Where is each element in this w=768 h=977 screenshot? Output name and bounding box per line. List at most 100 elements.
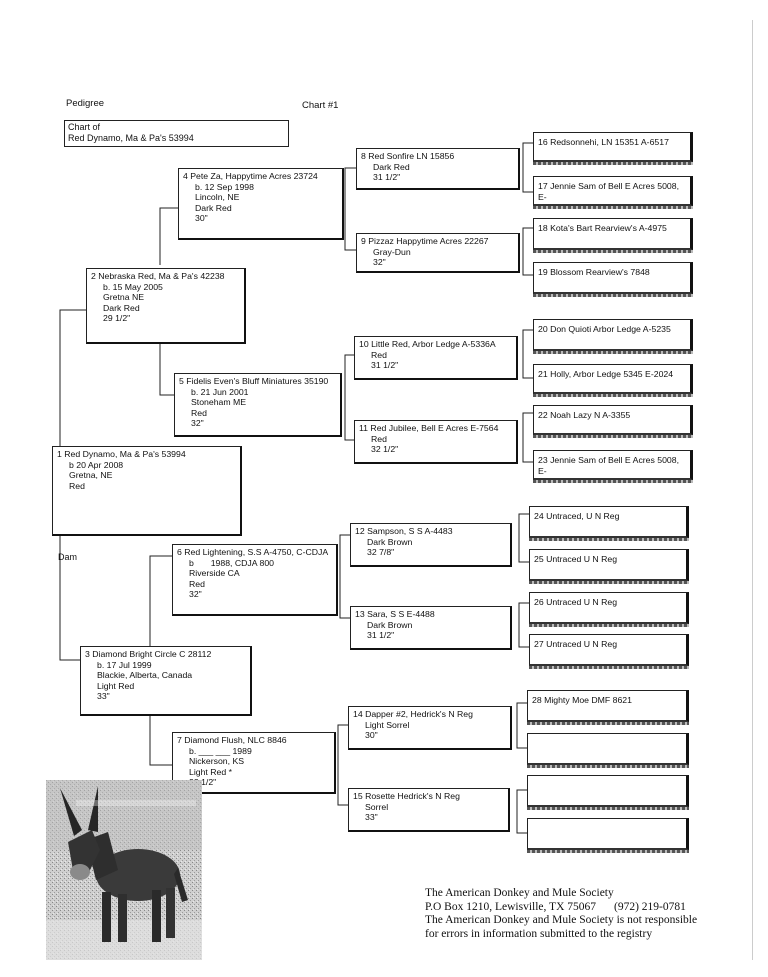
leaf-30: [527, 775, 689, 810]
animal-7-name: 7 Diamond Flush, NLC 8846: [177, 735, 287, 745]
leaf-29: [527, 733, 689, 768]
footer-society-name: The American Donkey and Mule Society: [425, 887, 614, 899]
leaf-26: 26 Untraced U N Reg: [529, 592, 689, 627]
animal-box-15: 15 Rosette Hedrick's N Reg Sorrel 33": [348, 788, 510, 832]
animal-7-place: Nickerson, KS: [189, 756, 245, 767]
donkey-foal-photo: [46, 780, 202, 960]
animal-9-height: 32": [373, 257, 386, 268]
animal-3-birth: b. 17 Jul 1999: [97, 659, 152, 670]
animal-2-color: Dark Red: [103, 302, 140, 313]
animal-10-color: Red: [371, 349, 387, 360]
page-edge: [752, 20, 753, 960]
animal-6-color: Red: [189, 578, 205, 589]
animal-5-name: 5 Fidelis Even's Bluff Miniatures 35190: [179, 376, 329, 386]
animal-10-height: 31 1/2": [371, 360, 399, 371]
animal-6-name: 6 Red Lightening, S.S A-4750, C-CDJA: [177, 547, 329, 557]
leaf-16: 16 Redsonnehi, LN 15351 A-6517: [533, 132, 693, 165]
animal-15-color: Sorrel: [365, 801, 389, 812]
registry-footer: The American Donkey and Mule Society P.O…: [425, 887, 745, 941]
animal-6-height: 32": [189, 589, 202, 600]
animal-12-height: 32 7/8": [367, 547, 395, 558]
animal-box-9: 9 Pizzaz Happytime Acres 22267 Gray-Dun …: [356, 233, 520, 273]
animal-box-3: 3 Diamond Bright Circle C 28112 b. 17 Ju…: [80, 646, 252, 716]
animal-5-color: Red: [191, 407, 207, 418]
animal-3-place: Blackie, Alberta, Canada: [97, 670, 193, 681]
animal-6-birth: b 1988, CDJA 800: [189, 557, 274, 568]
animal-13-height: 31 1/2": [367, 630, 395, 641]
footer-phone: (972) 219-0781: [614, 900, 686, 913]
leaf-23: 23 Jennie Sam of Bell E Acres 5008, E-: [533, 450, 693, 483]
animal-2-height: 29 1/2": [103, 313, 131, 324]
animal-7-color: Light Red *: [189, 766, 232, 777]
animal-14-color: Light Sorrel: [365, 719, 410, 730]
animal-4-birth: b. 12 Sep 1998: [195, 181, 254, 192]
animal-10-name: 10 Little Red, Arbor Ledge A-5336A: [359, 339, 496, 349]
animal-8-height: 31 1/2": [373, 172, 401, 183]
animal-box-2: 2 Nebraska Red, Ma & Pa's 42238 b. 15 Ma…: [86, 268, 246, 344]
animal-2-place: Gretna NE: [103, 292, 145, 303]
animal-15-height: 33": [365, 812, 378, 823]
leaf-17: 17 Jennie Sam of Bell E Acres 5008, E-: [533, 176, 693, 209]
leaf-31: [527, 818, 689, 853]
leaf-22: 22 Noah Lazy N A-3355: [533, 405, 693, 438]
chart-of-label: Chart of: [68, 122, 101, 132]
animal-box-11: 11 Red Jubilee, Bell E Acres E-7564 Red …: [354, 420, 518, 464]
animal-11-height: 32 1/2": [371, 444, 399, 455]
chart-of-box: Chart of Red Dynamo, Ma & Pa's 53994: [64, 120, 289, 147]
footer-address: P.O Box 1210, Lewisville, TX 75067 (972) …: [425, 901, 745, 915]
footer-disclaimer-1: The American Donkey and Mule Society is …: [425, 914, 698, 926]
dam-label: Dam: [58, 552, 78, 562]
animal-4-height: 30": [195, 213, 208, 224]
animal-13-color: Dark Brown: [367, 619, 413, 630]
animal-5-birth: b. 21 Jun 2001: [191, 386, 249, 397]
animal-12-color: Dark Brown: [367, 536, 413, 547]
animal-11-name: 11 Red Jubilee, Bell E Acres E-7564: [359, 423, 499, 433]
leaf-27: 27 Untraced U N Reg: [529, 634, 689, 669]
leaf-18: 18 Kota's Bart Rearview's A-4975: [533, 218, 693, 253]
animal-2-birth: b. 15 May 2005: [103, 281, 163, 292]
animal-1-place: Gretna, NE: [69, 470, 113, 481]
chart-of-name: Red Dynamo, Ma & Pa's 53994: [68, 133, 194, 143]
animal-box-10: 10 Little Red, Arbor Ledge A-5336A Red 3…: [354, 336, 518, 380]
animal-box-1: 1 Red Dynamo, Ma & Pa's 53994 b 20 Apr 2…: [52, 446, 242, 536]
animal-4-name: 4 Pete Za, Happytime Acres 23724: [183, 171, 318, 181]
animal-14-height: 30": [365, 730, 378, 741]
animal-13-name: 13 Sara, S S E-4488: [355, 609, 435, 619]
animal-4-color: Dark Red: [195, 202, 232, 213]
animal-15-name: 15 Rosette Hedrick's N Reg: [353, 791, 460, 801]
animal-5-height: 32": [191, 418, 204, 429]
leaf-20: 20 Don Quioti Arbor Ledge A-5235: [533, 319, 693, 354]
animal-1-color: Red: [69, 480, 85, 491]
animal-6-place: Riverside CA: [189, 568, 240, 579]
animal-3-height: 33": [97, 691, 110, 702]
animal-3-name: 3 Diamond Bright Circle C 28112: [85, 649, 212, 659]
leaf-25: 25 Untraced U N Reg: [529, 549, 689, 584]
animal-1-birth: b 20 Apr 2008: [69, 459, 124, 470]
animal-1-name: 1 Red Dynamo, Ma & Pa's 53994: [57, 449, 186, 459]
pedigree-heading: Pedigree: [66, 98, 105, 109]
animal-7-birth: b. ___ ___ 1989: [189, 745, 252, 756]
animal-12-name: 12 Sampson, S S A-4483: [355, 526, 453, 536]
animal-4-place: Lincoln, NE: [195, 192, 240, 203]
animal-box-8: 8 Red Sonfire LN 15856 Dark Red 31 1/2": [356, 148, 520, 190]
animal-box-13: 13 Sara, S S E-4488 Dark Brown 31 1/2": [350, 606, 512, 650]
footer-disclaimer-2: for errors in information submitted to t…: [425, 927, 653, 940]
animal-11-color: Red: [371, 433, 387, 444]
animal-box-5: 5 Fidelis Even's Bluff Miniatures 35190 …: [174, 373, 342, 437]
animal-3-color: Light Red: [97, 680, 135, 691]
chart-number: Chart #1: [302, 100, 339, 111]
animal-box-6: 6 Red Lightening, S.S A-4750, C-CDJA b 1…: [172, 544, 338, 616]
animal-box-12: 12 Sampson, S S A-4483 Dark Brown 32 7/8…: [350, 523, 512, 567]
animal-box-14: 14 Dapper #2, Hedrick's N Reg Light Sorr…: [348, 706, 512, 750]
footer-address-text: P.O Box 1210, Lewisville, TX 75067: [425, 900, 597, 913]
animal-8-color: Dark Red: [373, 161, 410, 172]
leaf-28: 28 Mighty Moe DMF 8621: [527, 690, 689, 725]
animal-8-name: 8 Red Sonfire LN 15856: [361, 151, 455, 161]
animal-7-height: 32 1/2": [189, 777, 217, 788]
animal-box-4: 4 Pete Za, Happytime Acres 23724 b. 12 S…: [178, 168, 344, 240]
leaf-19: 19 Blossom Rearview's 7848: [533, 262, 693, 297]
animal-14-name: 14 Dapper #2, Hedrick's N Reg: [353, 709, 473, 719]
animal-2-name: 2 Nebraska Red, Ma & Pa's 42238: [91, 271, 225, 281]
animal-9-color: Gray-Dun: [373, 246, 411, 257]
